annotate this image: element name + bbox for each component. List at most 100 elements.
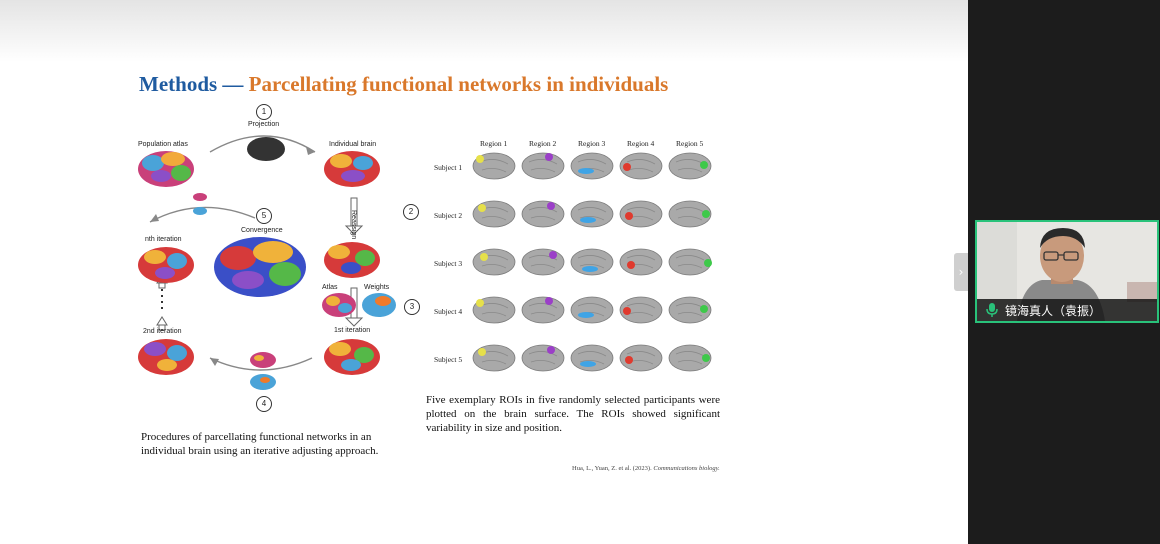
brain-sulci — [675, 255, 705, 269]
roi-spot — [625, 356, 633, 364]
roi-brain-cell — [668, 296, 712, 324]
label-second-iteration: 2nd iteration — [143, 328, 182, 335]
brain-surface — [668, 152, 712, 180]
first-iteration-brain — [324, 339, 380, 375]
label-reassign: Reassign — [350, 210, 357, 240]
roi-brain-cell — [619, 200, 663, 228]
roi-brain-cell — [521, 152, 565, 180]
weights-brain — [362, 293, 396, 317]
brain-surface — [570, 248, 614, 276]
roi-brain-cell — [472, 200, 516, 228]
label-population-atlas: Population atlas — [138, 141, 188, 148]
roi-spot — [625, 212, 633, 220]
roi-spot — [623, 307, 631, 315]
loop-brain-bottom — [250, 374, 276, 390]
brain-surface — [668, 200, 712, 228]
brain-sulci — [577, 351, 607, 365]
brain-sulci — [528, 351, 558, 365]
column-label-region-3: Region 3 — [578, 139, 606, 148]
roi-spot — [702, 210, 710, 218]
brain-surface — [619, 296, 663, 324]
row-label-subject-5: Subject 5 — [434, 355, 463, 364]
citation: Hua, L., Yuan, Z. et al. (2023). Communi… — [572, 465, 720, 472]
brain-surface — [619, 248, 663, 276]
brain-sulci — [528, 159, 558, 173]
participant-name: 镜海真人（袁振） — [1005, 304, 1102, 318]
column-label-region-4: Region 4 — [627, 139, 655, 148]
row-label-subject-1: Subject 1 — [434, 163, 463, 172]
label-first-iteration: 1st iteration — [334, 327, 371, 334]
roi-brain-cell — [472, 248, 516, 276]
brain-sulci — [577, 255, 607, 269]
brain-surface — [619, 344, 663, 372]
roi-brain-cell — [570, 200, 614, 228]
left-caption-line-1: Procedures of parcellating functional ne… — [141, 431, 372, 443]
roi-spot — [582, 266, 598, 272]
mini-brain-top — [193, 193, 207, 201]
step-5-marker: 5 — [256, 208, 272, 224]
roi-spot — [547, 202, 555, 210]
roi-brain-cell — [619, 152, 663, 180]
brain-surface — [668, 296, 712, 324]
roi-spot — [704, 259, 712, 267]
row-label-subject-4: Subject 4 — [434, 307, 463, 316]
mini-brain-bottom — [193, 207, 207, 215]
roi-brain-cell — [472, 344, 516, 372]
reassigned-brain — [324, 242, 380, 278]
brain-surface — [472, 344, 516, 372]
projection-brain — [247, 137, 285, 161]
roi-spot — [476, 155, 484, 163]
participant-video-tile[interactable]: 镜海真人（袁振） — [975, 220, 1159, 323]
roi-brain-cell — [570, 152, 614, 180]
roi-brain-cell — [668, 152, 712, 180]
brain-surface — [472, 200, 516, 228]
roi-brain-cell — [668, 344, 712, 372]
roi-brain-cell — [668, 248, 712, 276]
roi-brain-cell — [619, 344, 663, 372]
roi-brain-cell — [472, 296, 516, 324]
label-projection: Projection — [248, 121, 280, 128]
row-label-subject-3: Subject 3 — [434, 259, 463, 268]
right-caption: Five exemplary ROIs in five randomly sel… — [426, 394, 720, 434]
roi-spot — [623, 163, 631, 171]
roi-brain-cell — [521, 248, 565, 276]
roi-spot — [547, 346, 555, 354]
roi-spot — [549, 251, 557, 259]
roi-brain-cell — [472, 152, 516, 180]
brain-surface — [619, 200, 663, 228]
shared-slide: Methods — Parcellating functional networ… — [0, 0, 968, 544]
participant-name-bar: 镜海真人（袁振） — [977, 299, 1157, 321]
label-weights: Weights — [364, 284, 390, 291]
roi-spot — [480, 253, 488, 261]
convergence-brain — [214, 237, 306, 297]
citation-authors: Hua, L., Yuan, Z. et al. (2023). — [572, 465, 654, 472]
brain-sulci — [577, 207, 607, 221]
collapse-panel-button[interactable]: › — [954, 253, 968, 291]
roi-spot — [478, 348, 486, 356]
roi-spot — [478, 204, 486, 212]
loop-brain-top — [250, 352, 276, 368]
roi-spot — [545, 297, 553, 305]
roi-spot — [545, 153, 553, 161]
title-methods: Methods — [139, 72, 218, 96]
individual-brain — [324, 151, 380, 187]
step-1-marker: 1 — [256, 104, 272, 120]
roi-brain-grid — [472, 152, 712, 372]
nth-iteration-brain — [138, 247, 194, 283]
roi-brain-cell — [521, 296, 565, 324]
brain-surface — [521, 296, 565, 324]
roi-spot — [627, 261, 635, 269]
brain-surface — [668, 344, 712, 372]
title-dash: — — [217, 72, 249, 96]
brain-surface — [472, 248, 516, 276]
mic-active-icon — [986, 303, 998, 317]
roi-brain-cell — [619, 248, 663, 276]
column-label-region-5: Region 5 — [676, 139, 704, 148]
roi-brain-cell — [570, 248, 614, 276]
roi-spot — [702, 354, 710, 362]
brain-sulci — [626, 159, 656, 173]
brain-surface — [570, 344, 614, 372]
roi-brain-cell — [570, 344, 614, 372]
left-caption-line-2: individual brain using an iterative adju… — [141, 445, 379, 457]
brain-sulci — [626, 303, 656, 317]
